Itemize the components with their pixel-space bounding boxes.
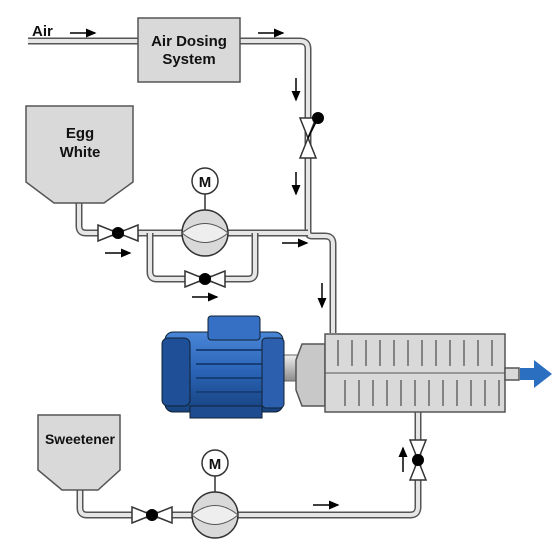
motor-icon — [161, 315, 329, 419]
sweetener-pump-icon: M — [191, 449, 239, 539]
motor-symbol: M — [209, 456, 222, 473]
egg-white-valve-icon — [97, 223, 139, 243]
sweetener-label: Sweetener — [45, 431, 116, 447]
sweetener-inlet-valve-icon — [408, 439, 428, 481]
sweetener-hopper: Sweetener — [37, 414, 121, 491]
egg-white-label-line1: Egg — [66, 125, 94, 142]
air-dosing-system: Air Dosing System — [137, 17, 241, 83]
air-label: Air — [32, 23, 53, 40]
egg-white-label-line2: White — [60, 144, 101, 161]
air-dosing-label-line2: System — [162, 51, 215, 68]
air-valve-icon — [298, 112, 324, 159]
sweetener-valve-icon — [131, 505, 173, 525]
motor-symbol: M — [199, 174, 212, 191]
air-dosing-label-line1: Air Dosing — [151, 33, 227, 50]
bypass-valve-icon — [184, 269, 226, 289]
egg-white-pump-icon: M — [181, 167, 229, 257]
pipes — [28, 37, 422, 519]
outlet-arrow-icon — [520, 360, 552, 388]
egg-white-hopper: Egg White — [25, 105, 134, 204]
mixing-head-icon — [295, 333, 520, 413]
